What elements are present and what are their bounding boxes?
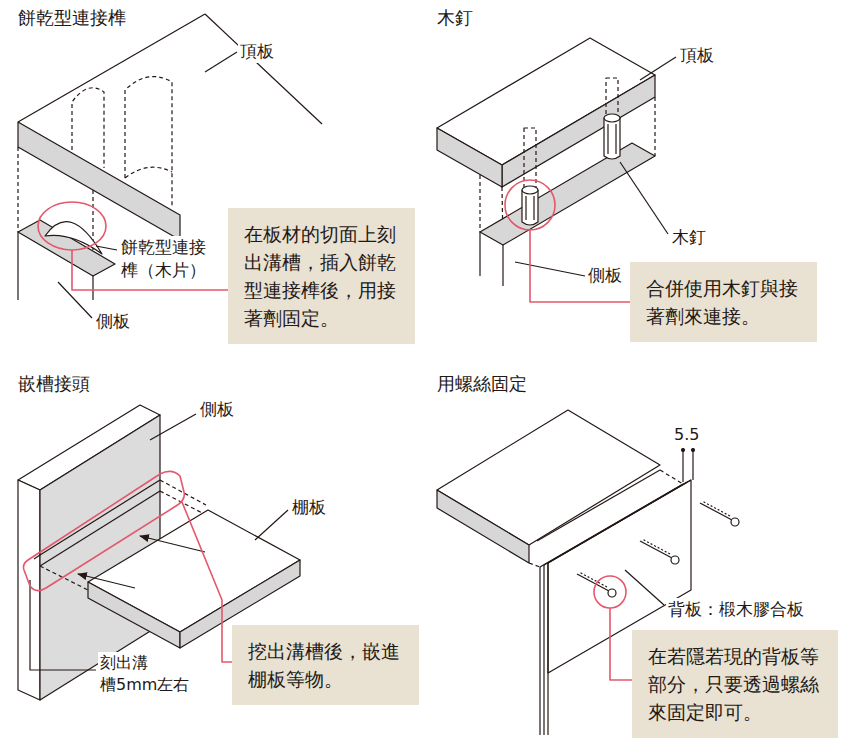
section-heading: 用螺絲固定 [435,372,529,396]
section-heading: 木釘 [435,6,475,30]
part-label: 側板 [94,310,132,333]
part-label: 側板 [586,264,624,287]
part-label: 側板 [198,398,236,421]
part-label: 頂板 [238,40,276,63]
part-label: 背板：椴木膠合板 [666,598,806,621]
part-label: 頂板 [678,44,716,67]
callout-box: 合併使用木釘與接 著劑來連接。 [630,262,817,342]
dimension-note: 刻出溝 槽5mm左右 [98,652,214,695]
callout-box: 在若隱若現的背板等 部分，只要透過螺絲 來固定即可。 [632,630,838,738]
callout-text: 在板材的切面上刻 出溝槽，插入餅乾 型連接榫後，用接 著劑固定。 [244,220,399,332]
section-heading: 餅乾型連接榫 [16,6,128,30]
dimension-label: 5.5 [672,424,701,446]
section-heading: 嵌槽接頭 [16,372,92,396]
part-label: 棚板 [290,496,328,519]
callout-text: 合併使用木釘與接 著劑來連接。 [646,274,801,330]
callout-box: 在板材的切面上刻 出溝槽，插入餅乾 型連接榫後，用接 著劑固定。 [228,208,415,344]
part-label: 木釘 [670,226,708,249]
callout-text: 在若隱若現的背板等 部分，只要透過螺絲 來固定即可。 [648,642,822,726]
callout-text: 挖出溝槽後，嵌進 棚板等物。 [248,637,403,693]
part-label: 餅乾型連接 榫（木片） [119,236,213,282]
callout-box: 挖出溝槽後，嵌進 棚板等物。 [232,625,419,705]
